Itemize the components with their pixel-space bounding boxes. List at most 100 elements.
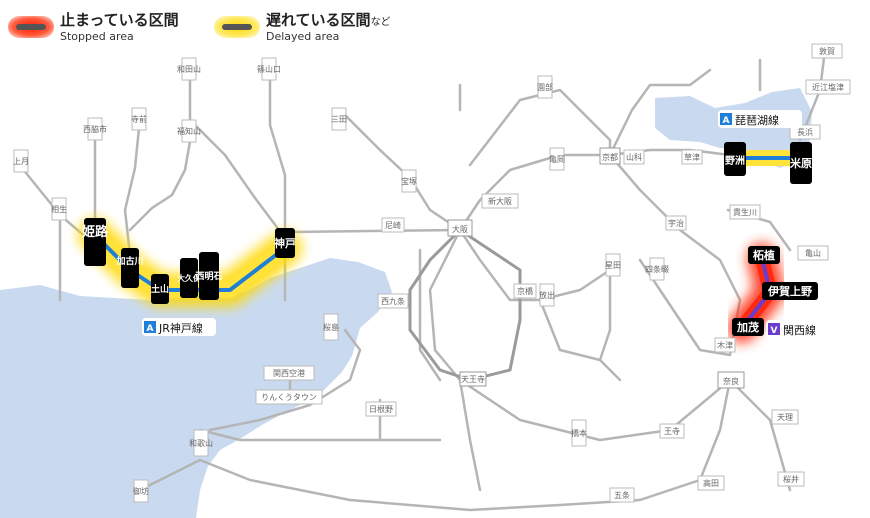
kansai-line-label: V 関西線 bbox=[766, 320, 822, 338]
station-tsuruga[interactable]: 敦賀 bbox=[811, 43, 843, 59]
station-hanaten[interactable]: 放出 bbox=[539, 283, 555, 307]
station-gobo[interactable]: 御坊 bbox=[133, 479, 149, 503]
station-takada[interactable]: 高田 bbox=[697, 475, 725, 491]
station-takarazuka[interactable]: 宝塚 bbox=[401, 169, 417, 193]
station-tennoji[interactable]: 天王寺 bbox=[459, 371, 487, 387]
station-nara[interactable]: 奈良 bbox=[717, 371, 745, 389]
line-labels: A 琵琶湖線 A JR神戸線 V 関西線 bbox=[142, 110, 822, 338]
station-hineno[interactable]: 日根野 bbox=[365, 401, 397, 417]
station-omi-shiotsu[interactable]: 近江塩津 bbox=[805, 79, 851, 95]
legend-stopped: 止まっている区間 Stopped area bbox=[8, 10, 179, 44]
svg-text:高田: 高田 bbox=[703, 478, 719, 488]
station-sonobe[interactable]: 園部 bbox=[537, 75, 553, 99]
station-kobe[interactable]: 神戸 bbox=[274, 228, 296, 258]
station-dobayama[interactable]: 土山 bbox=[151, 274, 169, 304]
station-shinosaka[interactable]: 新大阪 bbox=[481, 193, 519, 209]
svg-text:琵琶湖線: 琵琶湖線 bbox=[735, 113, 779, 127]
svg-text:桜井: 桜井 bbox=[783, 474, 799, 484]
station-hashimoto[interactable]: 橋本 bbox=[571, 419, 587, 447]
svg-text:尼崎: 尼崎 bbox=[385, 220, 401, 230]
station-sakurajima[interactable]: 桜島 bbox=[323, 313, 339, 341]
svg-text:関西空港: 関西空港 bbox=[273, 368, 305, 378]
station-wakayama[interactable]: 和歌山 bbox=[189, 429, 213, 457]
station-kibukawa[interactable]: 貴生川 bbox=[729, 204, 761, 220]
legend-stopped-jp: 止まっている区間 bbox=[60, 10, 179, 29]
station-nishiwaki[interactable]: 西脇市 bbox=[83, 117, 107, 141]
svg-text:寺前: 寺前 bbox=[131, 114, 147, 124]
station-tera[interactable]: 寺前 bbox=[131, 107, 147, 131]
station-gojo[interactable]: 五条 bbox=[609, 487, 635, 503]
svg-text:桜島: 桜島 bbox=[323, 322, 339, 332]
svg-text:天理: 天理 bbox=[777, 413, 793, 422]
svg-text:奈良: 奈良 bbox=[723, 376, 739, 386]
svg-text:西明石: 西明石 bbox=[195, 271, 222, 282]
station-shijonawate[interactable]: 四条畷 bbox=[645, 257, 669, 281]
svg-text:篠山口: 篠山口 bbox=[257, 64, 281, 74]
station-nishiakashi[interactable]: 西明石 bbox=[195, 252, 223, 300]
biwako-line-label: A 琵琶湖線 bbox=[718, 110, 802, 128]
station-kamo[interactable]: 加茂 bbox=[732, 318, 764, 336]
svg-text:相生: 相生 bbox=[51, 204, 67, 214]
station-rinku[interactable]: りんくうタウン bbox=[255, 389, 323, 405]
svg-text:加茂: 加茂 bbox=[736, 320, 759, 334]
svg-text:木津: 木津 bbox=[717, 340, 733, 350]
svg-text:宝塚: 宝塚 bbox=[401, 176, 417, 186]
svg-text:草津: 草津 bbox=[684, 152, 700, 162]
station-igaueno[interactable]: 伊賀上野 bbox=[762, 282, 818, 300]
delayed-swatch bbox=[214, 16, 260, 38]
station-yasu[interactable]: 野洲 bbox=[724, 142, 746, 176]
station-shingu[interactable]: 上月 bbox=[13, 149, 29, 173]
svg-text:上月: 上月 bbox=[13, 157, 29, 166]
station-hoshida[interactable]: 星田 bbox=[605, 253, 621, 277]
station-kameyama[interactable]: 亀山 bbox=[797, 245, 829, 261]
svg-text:京都: 京都 bbox=[602, 152, 618, 162]
station-amagasaki[interactable]: 尼崎 bbox=[381, 217, 405, 233]
svg-text:敦賀: 敦賀 bbox=[819, 46, 835, 56]
station-sasayama[interactable]: 篠山口 bbox=[257, 57, 281, 81]
station-okubo[interactable]: 大久保 bbox=[177, 258, 202, 298]
station-kameoka[interactable]: 亀岡 bbox=[549, 147, 565, 171]
svg-text:放出: 放出 bbox=[539, 290, 555, 300]
station-kyobashi[interactable]: 京橋 bbox=[513, 283, 537, 299]
svg-text:伊賀上野: 伊賀上野 bbox=[767, 284, 812, 298]
svg-text:長浜: 長浜 bbox=[797, 127, 813, 137]
station-tsuge[interactable]: 柘植 bbox=[748, 246, 780, 264]
svg-text:りんくうタウン: りんくうタウン bbox=[261, 393, 317, 402]
station-tenri[interactable]: 天理 bbox=[771, 409, 799, 425]
stopped-swatch bbox=[8, 16, 54, 38]
legend-delayed: 遅れている区間など Delayed area bbox=[214, 10, 391, 44]
station-himeji[interactable]: 姫路 bbox=[82, 218, 109, 266]
svg-text:亀山: 亀山 bbox=[805, 248, 821, 258]
station-kakogawa[interactable]: 加古川 bbox=[115, 248, 144, 288]
station-oji[interactable]: 王寺 bbox=[659, 423, 685, 439]
svg-text:加古川: 加古川 bbox=[115, 255, 143, 267]
station-nagahama[interactable]: 長浜 bbox=[789, 124, 821, 140]
svg-text:御坊: 御坊 bbox=[133, 486, 149, 496]
svg-text:大久保: 大久保 bbox=[177, 273, 202, 283]
station-aioi[interactable]: 相生 bbox=[51, 197, 67, 221]
station-kizu[interactable]: 木津 bbox=[714, 337, 736, 353]
svg-text:JR神戸線: JR神戸線 bbox=[158, 321, 203, 335]
svg-text:橋本: 橋本 bbox=[571, 428, 587, 438]
station-nishikujo[interactable]: 西九条 bbox=[377, 293, 409, 309]
station-kyoto[interactable]: 京都 bbox=[599, 147, 621, 165]
svg-text:福知山: 福知山 bbox=[177, 126, 201, 136]
osaka-bay bbox=[0, 258, 392, 518]
station-wadayama[interactable]: 和田山 bbox=[177, 57, 201, 81]
station-yamashina[interactable]: 山科 bbox=[623, 149, 645, 165]
station-sakurai[interactable]: 桜井 bbox=[777, 471, 805, 487]
svg-text:貴生川: 貴生川 bbox=[733, 207, 757, 217]
station-kusatsu[interactable]: 草津 bbox=[681, 149, 703, 165]
station-maibara[interactable]: 米原 bbox=[789, 142, 812, 184]
station-osaka[interactable]: 大阪 bbox=[447, 219, 473, 237]
svg-text:園部: 園部 bbox=[537, 82, 553, 92]
station-sanda[interactable]: 三田 bbox=[331, 107, 347, 131]
svg-text:土山: 土山 bbox=[151, 283, 169, 295]
svg-text:野洲: 野洲 bbox=[725, 155, 745, 167]
station-uji[interactable]: 宇治 bbox=[665, 215, 687, 231]
svg-text:和田山: 和田山 bbox=[177, 64, 201, 74]
station-kansai-airport[interactable]: 関西空港 bbox=[263, 365, 315, 381]
station-fukuchiyama[interactable]: 福知山 bbox=[177, 119, 201, 143]
svg-text:天王寺: 天王寺 bbox=[461, 375, 485, 384]
